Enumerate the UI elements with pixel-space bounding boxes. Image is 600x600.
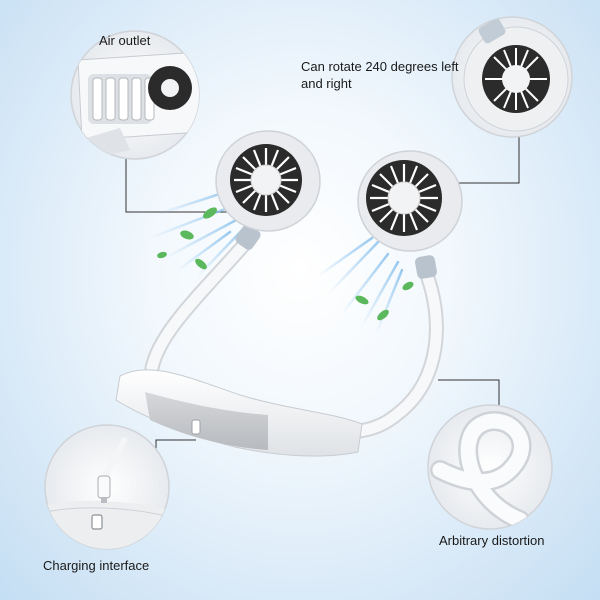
callout-rotation: Can rotate 240 degrees left and right <box>301 59 459 91</box>
inset-charging-interface <box>44 424 170 550</box>
airflow-streaks <box>148 188 404 336</box>
callout-air-outlet: Air outlet <box>99 33 151 48</box>
callout-charging-interface: Charging interface <box>43 558 150 573</box>
right-fan-head <box>357 150 463 252</box>
neck-band <box>115 369 363 457</box>
flexible-neck-arms <box>144 230 444 440</box>
left-fan-head <box>215 130 321 232</box>
rotation-joints <box>235 224 437 279</box>
inset-air-outlet <box>70 30 200 160</box>
leaf-icons <box>157 207 414 321</box>
inset-rotation <box>451 16 573 138</box>
callout-arbitrary-distortion: Arbitrary distortion <box>439 533 545 548</box>
inset-arbitrary-distortion <box>427 404 553 530</box>
